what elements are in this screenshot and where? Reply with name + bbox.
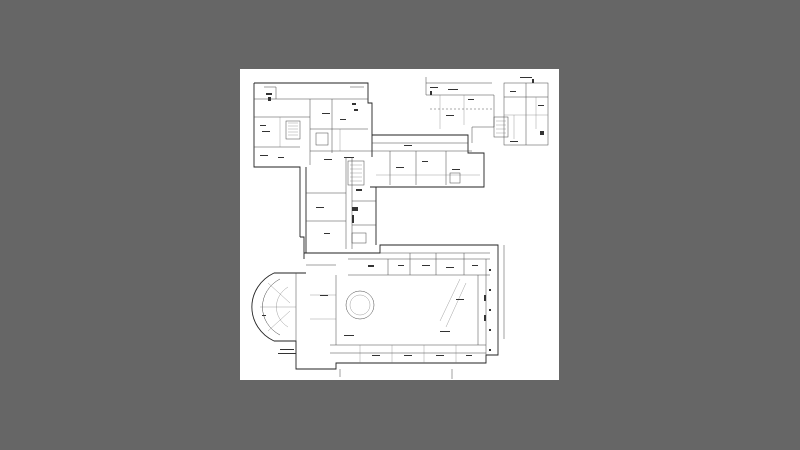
floor-plan-drawing bbox=[251, 77, 549, 379]
floor-plan-sheet[interactable] bbox=[240, 69, 559, 380]
upper-left-wing bbox=[253, 82, 373, 237]
connector-corridor bbox=[370, 134, 485, 188]
central-spine bbox=[300, 157, 377, 259]
upper-right-detail bbox=[425, 77, 549, 146]
edge-marker bbox=[554, 236, 557, 237]
rotunda bbox=[251, 272, 306, 354]
lower-main-block bbox=[274, 244, 505, 379]
